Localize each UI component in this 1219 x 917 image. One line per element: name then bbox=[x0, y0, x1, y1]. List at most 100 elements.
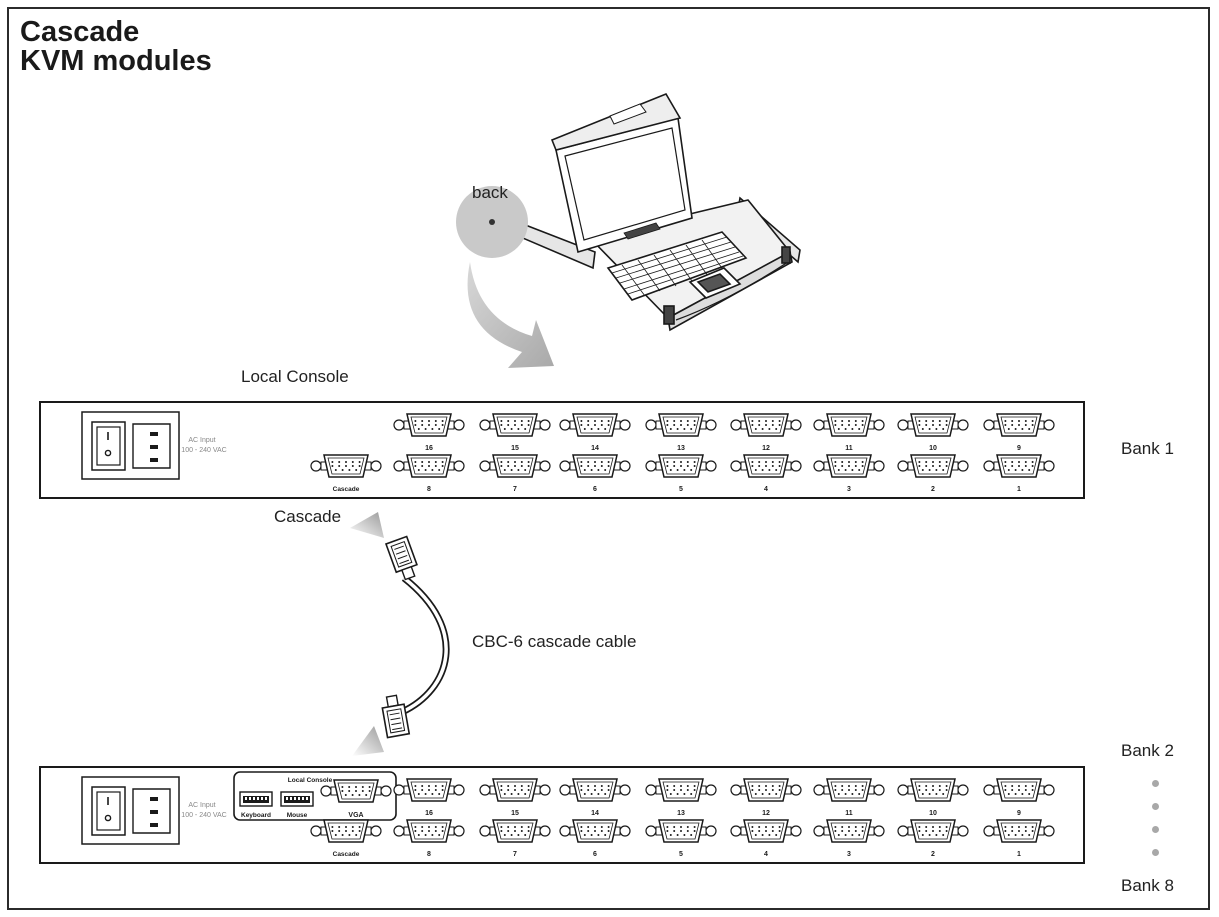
vga-port-7: 7 bbox=[479, 454, 551, 493]
port-number-label: 7 bbox=[513, 486, 517, 493]
vga-port-9: 9 bbox=[983, 413, 1055, 452]
bank-8-label: Bank 8 bbox=[1121, 876, 1174, 895]
local-vga-port bbox=[320, 779, 392, 803]
curved-arrow bbox=[467, 262, 554, 368]
power-inlet: AC Input 100 - 240 VAC bbox=[81, 411, 227, 480]
power-inlet: AC Input 100 - 240 VAC bbox=[81, 776, 227, 845]
keyboard-label: Keyboard bbox=[241, 812, 271, 819]
port-number-label: 9 bbox=[1017, 810, 1021, 817]
cascade-arrow-top bbox=[350, 512, 384, 538]
cascade-arrow-bottom bbox=[352, 726, 384, 756]
port-number-label: 2 bbox=[931, 851, 935, 858]
vga-port-1: 1 bbox=[983, 819, 1055, 858]
diagram-frame bbox=[7, 7, 1210, 910]
vga-port-8: 8 bbox=[393, 454, 465, 493]
vga-port-13: 13 bbox=[645, 778, 717, 817]
port-number-label: 3 bbox=[847, 486, 851, 493]
port-number-label: 9 bbox=[1017, 445, 1021, 452]
port-number-label: 2 bbox=[931, 486, 935, 493]
ellipsis-dot bbox=[1152, 780, 1159, 787]
ac-input-label: AC Input bbox=[188, 802, 215, 809]
port-number-label: 5 bbox=[679, 851, 683, 858]
vga-port-5: 5 bbox=[645, 819, 717, 858]
title-line-2: KVM modules bbox=[20, 45, 212, 77]
port-number-label: 7 bbox=[513, 851, 517, 858]
vga-port-10: 10 bbox=[897, 413, 969, 452]
ellipsis-dot bbox=[1152, 826, 1159, 833]
cascade-port: Cascade bbox=[310, 454, 382, 493]
vga-port-2: 2 bbox=[897, 819, 969, 858]
port-number-label: 12 bbox=[762, 810, 770, 817]
port-number-label: 16 bbox=[425, 445, 433, 452]
port-number-label: 10 bbox=[929, 445, 937, 452]
back-label: back bbox=[472, 183, 508, 202]
port-number-label: 4 bbox=[764, 851, 768, 858]
vga-port-3: 3 bbox=[813, 454, 885, 493]
vga-port-14: 14 bbox=[559, 413, 631, 452]
ellipsis-dot bbox=[1152, 803, 1159, 810]
port-number-label: 6 bbox=[593, 851, 597, 858]
vga-port-11: 11 bbox=[813, 413, 885, 452]
mouse-port bbox=[280, 791, 314, 807]
ac-voltage-label: 100 - 240 VAC bbox=[181, 447, 226, 454]
port-number-label: 6 bbox=[593, 486, 597, 493]
vga-port-3: 3 bbox=[813, 819, 885, 858]
vga-port-8: 8 bbox=[393, 819, 465, 858]
port-number-label: 5 bbox=[679, 486, 683, 493]
lcd-console-drawer bbox=[489, 92, 801, 332]
vga-port-2: 2 bbox=[897, 454, 969, 493]
cascade-cable bbox=[381, 535, 450, 739]
cascade-port: Cascade bbox=[310, 819, 382, 858]
port-number-label: 15 bbox=[511, 810, 519, 817]
vga-port-15: 15 bbox=[479, 778, 551, 817]
port-number-label: 4 bbox=[764, 486, 768, 493]
mouse-label: Mouse bbox=[287, 812, 308, 819]
vga-port-14: 14 bbox=[559, 778, 631, 817]
bank-1-label: Bank 1 bbox=[1121, 439, 1174, 458]
vga-port-13: 13 bbox=[645, 413, 717, 452]
port-number-label: 13 bbox=[677, 445, 685, 452]
port-number-label: 14 bbox=[591, 445, 599, 452]
cable-label: CBC-6 cascade cable bbox=[472, 632, 637, 651]
vga-port-11: 11 bbox=[813, 778, 885, 817]
vga-label: VGA bbox=[348, 812, 363, 819]
diagram-title: Cascade KVM modules bbox=[20, 18, 212, 76]
port-number-label: 12 bbox=[762, 445, 770, 452]
port-number-label: 14 bbox=[591, 810, 599, 817]
port-number-label: 3 bbox=[847, 851, 851, 858]
local-console-label: Local Console bbox=[241, 367, 349, 386]
vga-port-6: 6 bbox=[559, 454, 631, 493]
vga-port-7: 7 bbox=[479, 819, 551, 858]
keyboard-port bbox=[239, 791, 273, 807]
port-number-label: 16 bbox=[425, 810, 433, 817]
vga-port-16: 16 bbox=[393, 778, 465, 817]
port-number-label: 15 bbox=[511, 445, 519, 452]
vga-port-12: 12 bbox=[730, 778, 802, 817]
vga-port-4: 4 bbox=[730, 454, 802, 493]
vga-port-5: 5 bbox=[645, 454, 717, 493]
local-console-panel-title: Local Console bbox=[288, 777, 333, 784]
port-number-label: 1 bbox=[1017, 486, 1021, 493]
port-number-label: 1 bbox=[1017, 851, 1021, 858]
bank-2-label: Bank 2 bbox=[1121, 741, 1174, 760]
back-point bbox=[489, 219, 495, 225]
ac-input-label: AC Input bbox=[188, 437, 215, 444]
cascade-port-label: Cascade bbox=[333, 486, 360, 493]
port-number-label: 13 bbox=[677, 810, 685, 817]
cascade-port-label: Cascade bbox=[333, 851, 360, 858]
port-number-label: 11 bbox=[845, 445, 853, 452]
title-line-1: Cascade bbox=[20, 16, 140, 48]
vga-port-6: 6 bbox=[559, 819, 631, 858]
vga-port-12: 12 bbox=[730, 413, 802, 452]
port-number-label: 10 bbox=[929, 810, 937, 817]
port-number-label: 11 bbox=[845, 810, 853, 817]
port-number-label: 8 bbox=[427, 486, 431, 493]
vga-port-4: 4 bbox=[730, 819, 802, 858]
cascade-label: Cascade bbox=[274, 507, 342, 526]
vga-port-1: 1 bbox=[983, 454, 1055, 493]
ac-voltage-label: 100 - 240 VAC bbox=[181, 812, 226, 819]
vga-port-10: 10 bbox=[897, 778, 969, 817]
ellipsis-dot bbox=[1152, 849, 1159, 856]
